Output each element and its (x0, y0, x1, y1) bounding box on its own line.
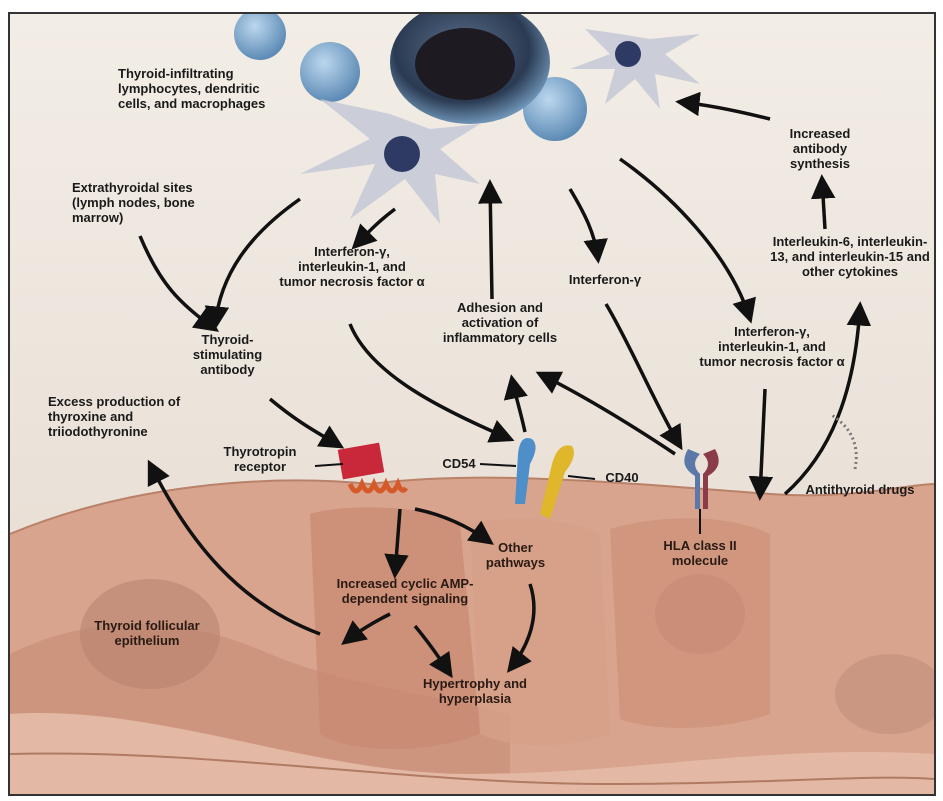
label-follicular-epithelium: Thyroid follicular epithelium (72, 618, 222, 648)
label-thyrotropin-receptor: Thyrotropin receptor (210, 444, 310, 474)
label-excess-production: Excess production of thyroxine and triio… (48, 394, 213, 439)
label-adhesion-activation: Adhesion and activation of inflammatory … (440, 300, 560, 345)
label-interferon-gamma: Interferon-γ (555, 272, 655, 287)
label-hla-class-ii: HLA class II molecule (645, 538, 755, 568)
follicular-cell (310, 507, 480, 749)
label-cytokines-left: Interferon-γ, interleukin-1, and tumor n… (278, 244, 426, 289)
label-cytokines-right: Interferon-γ, interleukin-1, and tumor n… (698, 324, 846, 369)
label-antithyroid-drugs: Antithyroid drugs (805, 482, 915, 497)
diagram-frame: Thyroid-infiltrating lymphocytes, dendri… (8, 12, 936, 796)
label-extrathyroidal-sites: Extrathyroidal sites (lymph nodes, bone … (72, 180, 212, 225)
label-increased-antibody-synthesis: Increased antibody synthesis (765, 126, 875, 171)
label-interleukins-other-cytokines: Interleukin-6, interleukin-13, and inter… (770, 234, 930, 279)
label-infiltrating-cells: Thyroid-infiltrating lymphocytes, dendri… (118, 66, 288, 111)
lymphocyte (300, 42, 360, 102)
label-other-pathways: Other pathways (468, 540, 563, 570)
label-hypertrophy-hyperplasia: Hypertrophy and hyperplasia (405, 676, 545, 706)
label-cd54: CD54 (438, 456, 480, 471)
label-camp-signaling: Increased cyclic AMP-dependent signaling (330, 576, 480, 606)
label-thyroid-stimulating-antibody: Thyroid-stimulating antibody (180, 332, 275, 377)
label-cd40: CD40 (598, 470, 646, 485)
